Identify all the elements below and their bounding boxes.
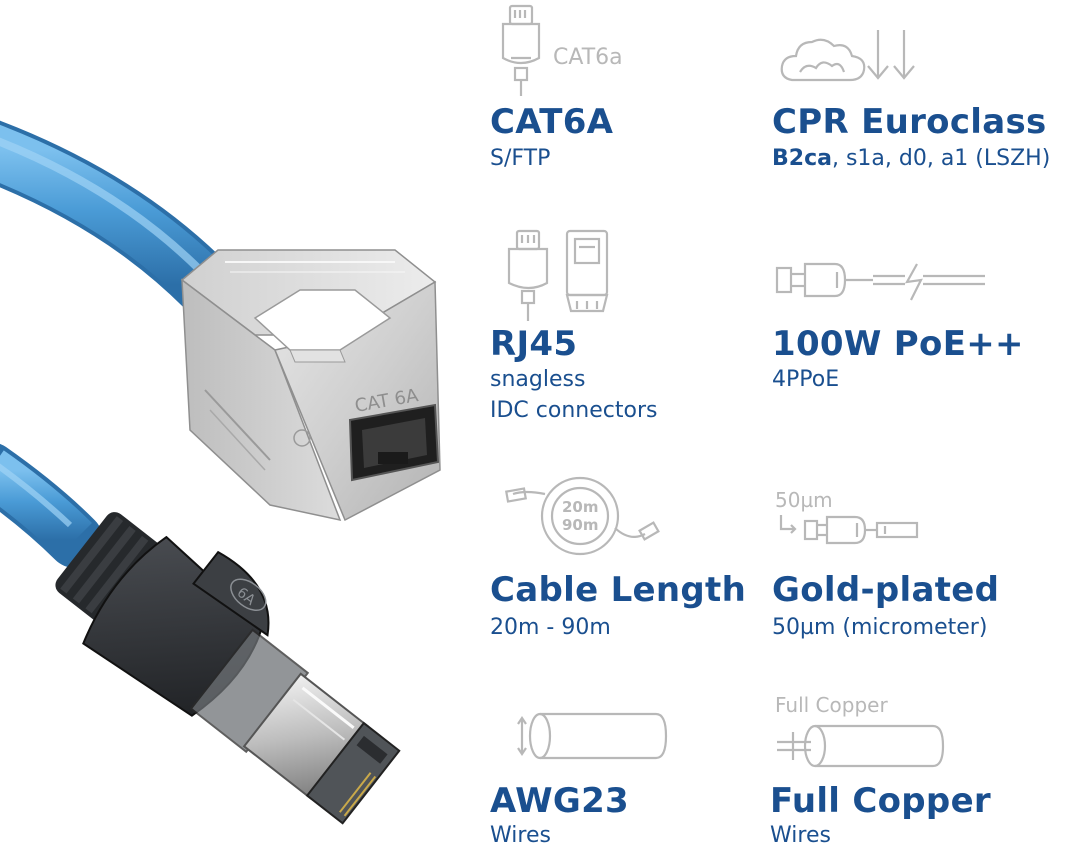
feature-subtitle-cable-length: 20m - 90m — [490, 615, 611, 640]
cable-lower — [0, 444, 103, 568]
feature-subtitle-cpr-euroclass: B2ca, s1a, d0, a1 (LSZH) — [772, 144, 1050, 174]
feature-subtitle-gold-plated: 50µm (micrometer) — [772, 615, 988, 640]
coil-label-2: 90m — [562, 516, 599, 534]
wire-gauge-icon — [517, 712, 668, 760]
feature-title-awg23: AWG23 — [490, 781, 630, 821]
copper-wire-icon: Full Copper — [775, 693, 945, 768]
feature-subtitle-awg23: Wires — [490, 823, 551, 848]
gold-contact-icon: 50µm — [775, 488, 919, 545]
coil-label-1: 20m — [562, 498, 599, 516]
gold-icon-label: 50µm — [775, 488, 833, 512]
feature-title-gold-plated: Gold-plated — [772, 570, 1000, 610]
keystone-jack: CAT 6A — [180, 249, 441, 522]
rj45-plug: 6A — [55, 512, 401, 825]
feature-subtitle-poe: 4PPoE — [772, 367, 840, 392]
feature-title-rj45: RJ45 — [490, 324, 578, 364]
cloud-down-arrows-icon — [780, 30, 915, 82]
cpr-class-rest: , s1a, d0, a1 (LSZH) — [831, 146, 1051, 171]
feature-subtitle-rj45-line1: snagless — [490, 367, 586, 392]
feature-title-cpr-euroclass: CPR Euroclass — [772, 102, 1047, 142]
copper-icon-label: Full Copper — [775, 693, 888, 717]
feature-subtitle-cat6a: S/FTP — [490, 146, 551, 171]
rj45-plug-and-jack-icon — [507, 229, 609, 321]
feature-subtitle-rj45-line2: IDC connectors — [490, 398, 658, 423]
feature-title-full-copper: Full Copper — [770, 781, 991, 821]
rj45-plug-icon: CAT6a — [501, 4, 623, 96]
power-plug-lightning-icon — [775, 262, 985, 301]
cable-upper — [0, 120, 236, 316]
feature-title-poe: 100W PoE++ — [772, 324, 1024, 364]
feature-title-cat6a: CAT6A — [490, 102, 614, 142]
feature-title-cable-length: Cable Length — [490, 570, 747, 610]
cable-coil-icon: 20m 90m — [504, 476, 660, 556]
cat6a-icon-label: CAT6a — [553, 45, 623, 70]
feature-subtitle-full-copper: Wires — [770, 823, 831, 848]
cpr-class-bold: B2ca — [772, 146, 832, 171]
